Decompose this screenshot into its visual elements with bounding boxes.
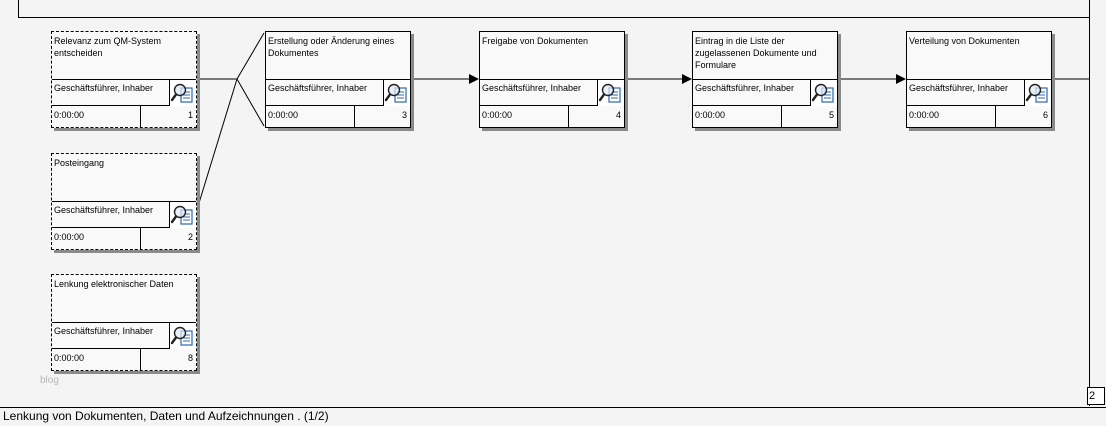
role-row: Geschäftsführer, Inhaber [52, 322, 196, 349]
connector-merge-to-3-top [236, 32, 265, 80]
role-row: Geschäftsführer, Inhaber [480, 79, 624, 106]
cell-divider [995, 106, 996, 127]
process-number: 5 [828, 110, 834, 120]
process-time: 0:00:00 [54, 110, 85, 120]
process-box-3[interactable]: Erstellung oder Änderung eines Dokumente… [265, 31, 411, 128]
process-time: 0:00:00 [695, 110, 726, 120]
process-time: 0:00:00 [909, 110, 940, 120]
process-role: Geschäftsführer, Inhaber [482, 83, 582, 93]
process-magnifier-document-icon[interactable] [597, 79, 624, 106]
process-title: Relevanz zum QM-System entscheiden [54, 36, 162, 58]
cell-divider [140, 228, 141, 249]
process-box-2[interactable]: Posteingang Geschäftsführer, Inhaber 0:0… [51, 153, 197, 250]
process-magnifier-document-icon[interactable] [169, 79, 196, 106]
process-time: 0:00:00 [54, 353, 85, 363]
process-magnifier-document-icon[interactable] [169, 201, 196, 228]
page-number: 2 [1087, 387, 1105, 405]
role-row: Geschäftsführer, Inhaber [52, 79, 196, 106]
diagram-frame-bottom [0, 407, 1106, 408]
process-role: Geschäftsführer, Inhaber [695, 83, 795, 93]
process-role: Geschäftsführer, Inhaber [909, 83, 1009, 93]
process-role: Geschäftsführer, Inhaber [54, 83, 154, 93]
cell-divider [140, 349, 141, 370]
cell-divider [781, 106, 782, 127]
process-magnifier-document-icon[interactable] [383, 79, 410, 106]
process-role: Geschäftsführer, Inhaber [54, 205, 154, 215]
process-number: 8 [187, 353, 193, 363]
process-number: 2 [187, 232, 193, 242]
connector-2-to-merge [198, 78, 238, 204]
process-time: 0:00:00 [482, 110, 513, 120]
role-row: Geschäftsführer, Inhaber [907, 79, 1051, 106]
diagram-title: Lenkung von Dokumenten, Daten und Aufzei… [3, 409, 329, 423]
process-role: Geschäftsführer, Inhaber [54, 326, 154, 336]
cell-divider [568, 106, 569, 127]
process-magnifier-document-icon[interactable] [1024, 79, 1051, 106]
role-row: Geschäftsführer, Inhaber [266, 79, 410, 106]
cell-divider [354, 106, 355, 127]
role-row: Geschäftsführer, Inhaber [52, 201, 196, 228]
process-title: Freigabe von Dokumenten [482, 36, 589, 46]
process-title: Verteilung von Dokumenten [909, 36, 1020, 46]
process-number: 1 [187, 110, 193, 120]
connector-merge-to-3-bottom [236, 78, 265, 127]
diagram-frame-right [1089, 17, 1090, 406]
process-box-8[interactable]: Lenkung elektronischer Daten Geschäftsfü… [51, 274, 197, 371]
process-box-5[interactable]: Eintrag in die Liste der zugelassenen Do… [692, 31, 838, 128]
process-time: 0:00:00 [268, 110, 299, 120]
cell-divider [140, 106, 141, 127]
process-title: Erstellung oder Änderung eines Dokumente… [268, 36, 395, 58]
process-title: Posteingang [54, 158, 105, 168]
process-title: Lenkung elektronischer Daten [54, 279, 174, 289]
process-role: Geschäftsführer, Inhaber [268, 83, 368, 93]
process-number: 3 [401, 110, 407, 120]
process-box-6[interactable]: Verteilung von Dokumenten Geschäftsführe… [906, 31, 1052, 128]
process-time: 0:00:00 [54, 232, 85, 242]
process-box-4[interactable]: Freigabe von Dokumenten Geschäftsführer,… [479, 31, 625, 128]
diagram-frame-top [18, 0, 1090, 18]
process-box-1[interactable]: Relevanz zum QM-System entscheiden Gesch… [51, 31, 197, 128]
role-row: Geschäftsführer, Inhaber [693, 79, 837, 106]
process-title: Eintrag in die Liste der zugelassenen Do… [695, 36, 817, 70]
process-magnifier-document-icon[interactable] [810, 79, 837, 106]
process-number: 4 [615, 110, 621, 120]
process-number: 6 [1042, 110, 1048, 120]
watermark: blog [40, 375, 59, 386]
process-magnifier-document-icon[interactable] [169, 322, 196, 349]
